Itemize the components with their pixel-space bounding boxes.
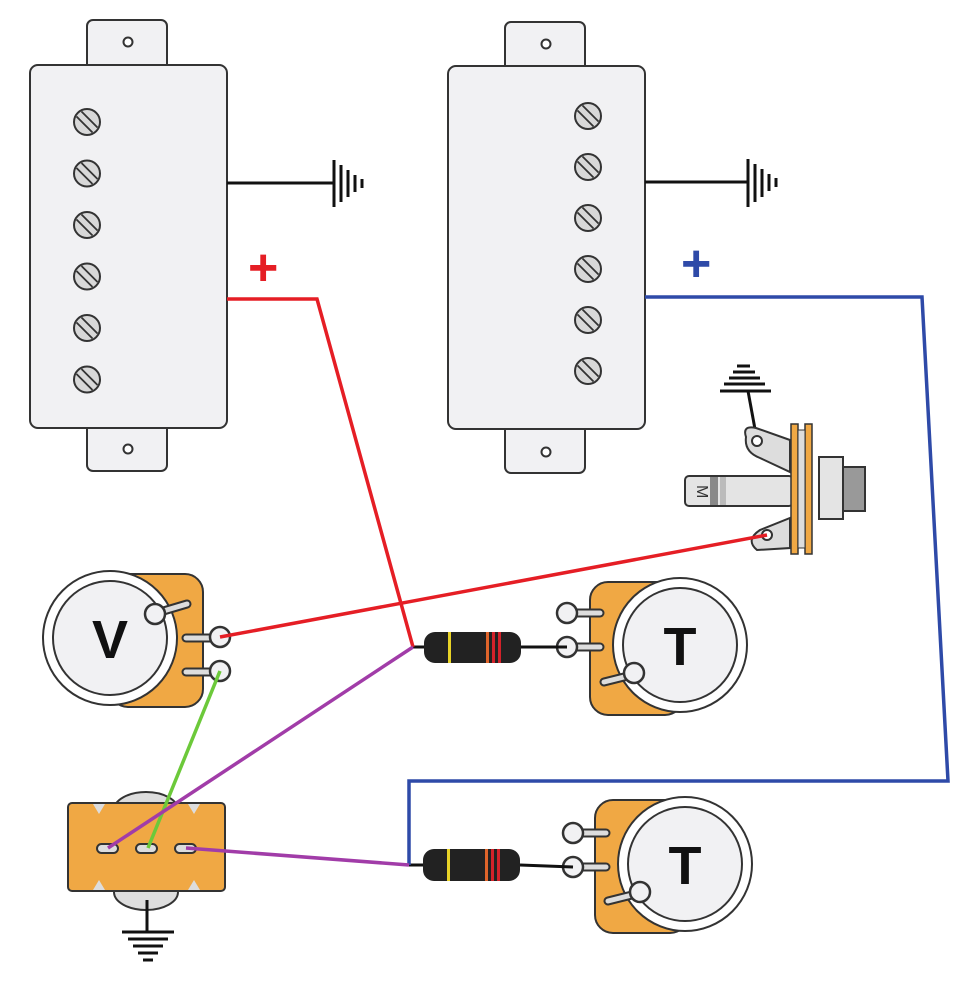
bridge-ground-wire [645,159,778,207]
band-yellow [448,632,451,663]
jack-tip-wire [219,533,768,639]
band-orange [486,632,489,663]
switch-notch [188,880,200,890]
band-yellow [447,849,450,881]
volume-to-switch-wire [146,670,222,849]
pot-knob-inner [52,580,168,696]
neck-hot-wire [227,297,415,648]
jack-marking: M [693,485,710,498]
neck-ground-wire [227,160,364,207]
jack-washer [804,423,813,555]
pole-screw-icon [574,153,602,181]
plug-band [710,477,718,505]
pole-screw-icon [73,262,101,291]
jack-nut [818,456,844,520]
tone-capacitor-2 [409,849,574,881]
tone-knob-label: T [669,836,702,896]
pole-screw-icon [73,365,101,394]
ground-icon [122,930,174,962]
pot-lug-arm [605,892,635,904]
tone-pot-1[interactable]: T [555,577,748,716]
plug-band [720,477,726,505]
band-red [492,632,495,663]
pole-screw-icon [73,211,101,239]
bridge-pickup [447,21,646,474]
bridge-hot-wire [407,295,950,865]
pot-lug[interactable] [622,661,646,685]
ground-icon [332,160,364,207]
pole-screw-icon [574,255,602,283]
pot-lug[interactable] [628,880,652,904]
pole-screw-icon [574,306,602,334]
switch-notch [93,804,105,814]
neck-pickup-positive-label: + [248,239,278,297]
tone-pot-2[interactable]: T [561,796,753,934]
pole-screws [574,102,602,385]
band-red [491,849,494,881]
band-orange [485,849,488,881]
band-red [497,849,500,881]
pole-screw-icon [574,357,602,385]
pole-screw-icon [73,314,101,342]
pole-screw-icon [73,159,101,188]
bridge-to-switch-wire [185,846,410,867]
switch-lug[interactable] [135,843,158,854]
mount-hole [540,446,552,458]
pot-lug[interactable] [561,821,585,845]
band-red [498,632,501,663]
pot-knob-inner [622,587,738,703]
pot-knob-inner [627,806,743,922]
pole-screw-icon [574,102,602,130]
mount-hole [122,443,134,455]
pole-screw-icon [574,204,602,232]
tone-knob-label: T [664,617,697,677]
jack-washer [790,423,799,555]
jack-sleeve-lug [744,426,791,474]
mount-hole [122,36,134,48]
pickup-selector-switch[interactable] [67,791,226,962]
pickup-cover [447,65,646,430]
mount-hole [540,38,552,50]
bridge-pickup-positive-label: + [681,235,711,293]
volume-pot[interactable]: V [42,570,232,708]
lug-hole [751,435,763,447]
jack-thread [842,466,866,512]
capacitor-body [423,849,520,881]
neck-to-switch-wire [107,645,414,850]
tone-capacitor-1 [413,632,567,663]
volume-knob-label: V [92,610,128,670]
switch-notch [188,804,200,814]
ground-icon [720,364,771,393]
pickup-cover [29,64,228,429]
jack-plate [797,429,806,549]
pole-screws [73,108,101,394]
pot-lug[interactable] [555,601,579,625]
capacitor-body [424,632,521,663]
switch-notch [93,880,105,890]
output-jack: M [684,364,866,555]
pole-screw-icon [73,108,101,136]
neck-pickup [29,19,228,472]
capacitor-lead [519,863,574,869]
pot-lug[interactable] [143,602,167,626]
ground-icon [746,159,778,207]
